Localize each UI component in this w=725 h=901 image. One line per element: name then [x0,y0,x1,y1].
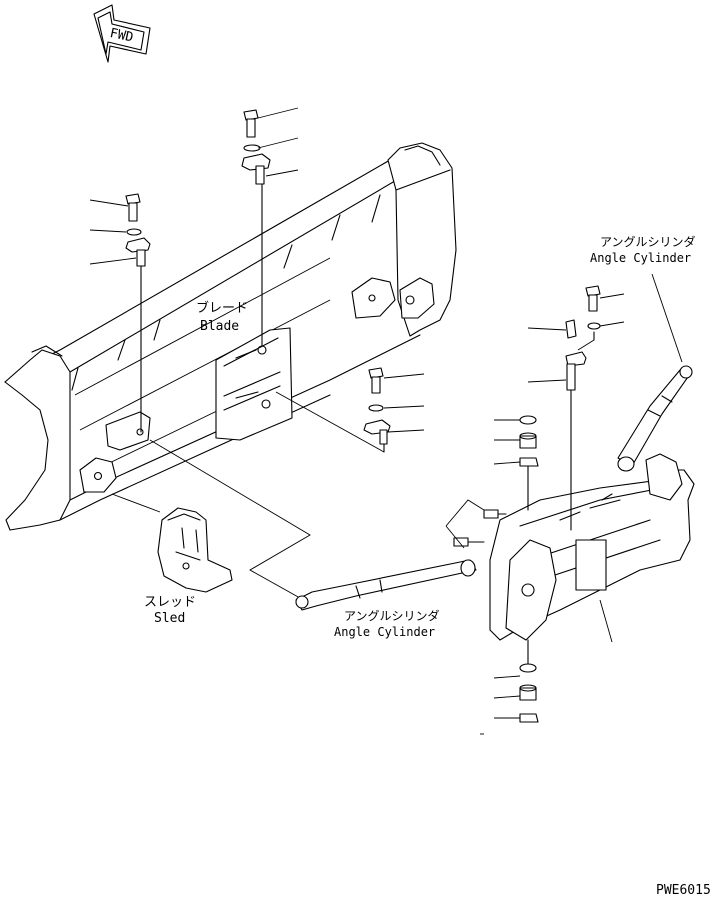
drawing-code: PWE6015 [656,883,711,898]
fwd-label: FWD [108,26,134,46]
blade-label-en: Blade [200,319,239,334]
frame-left-stack [519,415,539,723]
angle-cylinder-top-label-en: Angle Cylinder [590,251,691,265]
fwd-arrow-icon [93,4,151,63]
angle-cylinder-top-label-jp: アングルシリンダ [600,234,696,249]
sled-drawing [157,507,233,593]
angle-cylinder-bottom-label-en: Angle Cylinder [334,625,435,639]
sled-label-en: Sled [154,611,185,626]
frame-drawing [489,453,695,643]
sled-label-jp: スレッド [144,595,196,610]
left-pin-stack [125,193,151,433]
blade-drawing [4,142,457,531]
right-pin-stack [275,367,391,453]
top-angle-cylinder-drawing [617,273,693,472]
center-pin-stack [241,109,271,347]
leader-lines [89,107,625,735]
center-bracket-drawing [215,327,293,441]
bottom-angle-cylinder-drawing [295,559,477,611]
blade-label-jp: ブレード [196,300,248,316]
frame-upper-pin-stack [565,285,601,531]
grease-fittings [453,509,507,547]
angle-cylinder-bottom-label-jp: アングルシリンダ [344,608,440,623]
